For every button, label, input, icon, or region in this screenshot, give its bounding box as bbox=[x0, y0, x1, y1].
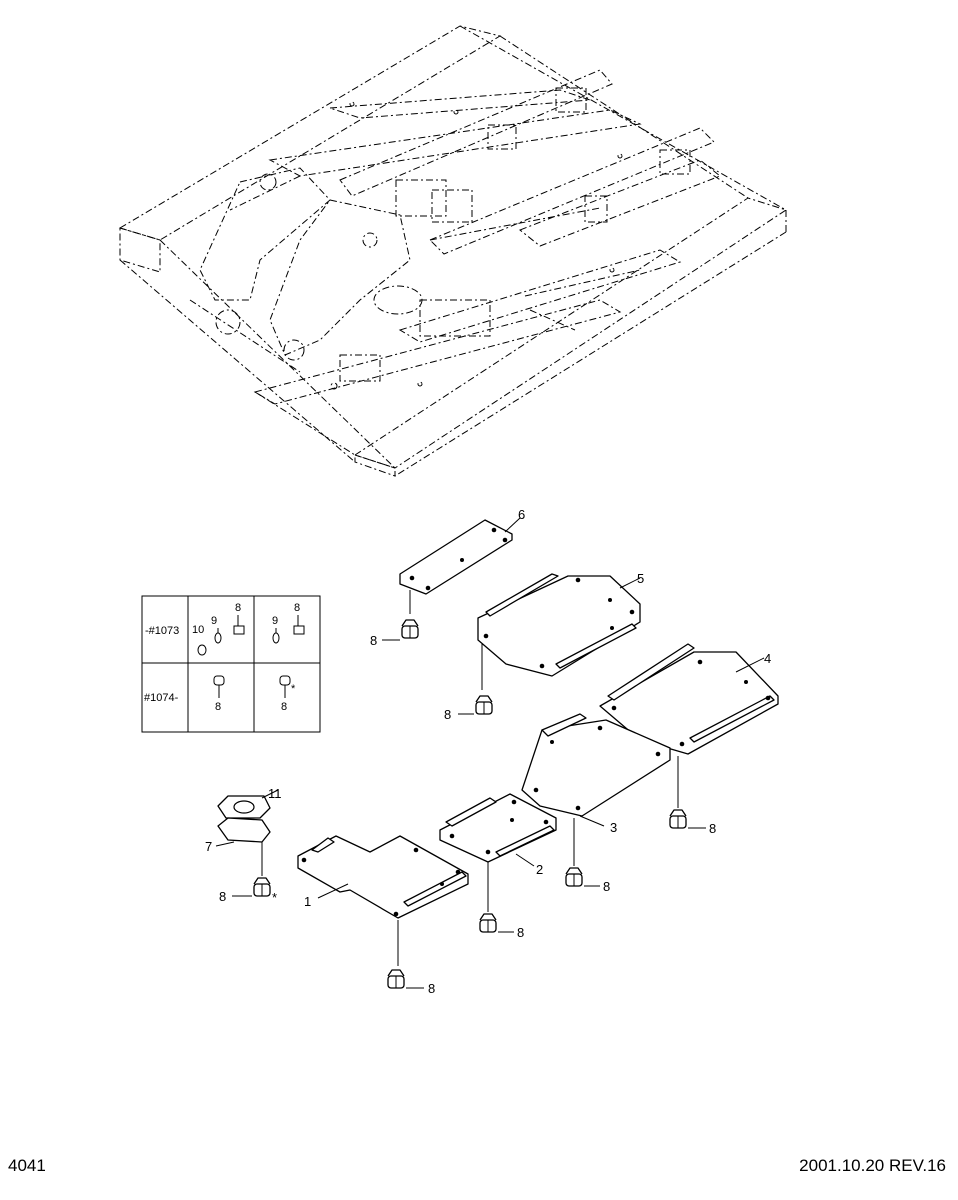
part-1-cover-plate bbox=[297, 835, 469, 966]
bolt-icon bbox=[293, 625, 305, 635]
label-part-8: 8 bbox=[603, 879, 610, 894]
label-part-8: 8 bbox=[219, 889, 226, 904]
label-part-8: 8 bbox=[709, 821, 716, 836]
label-part-1: 1 bbox=[304, 894, 311, 909]
label-part-6: 6 bbox=[518, 507, 525, 522]
label-part-8: 8 bbox=[370, 633, 377, 648]
serial-table: -#1073 #1074- 10 9 8 9 8 8 8 * bbox=[141, 595, 321, 733]
nut-icon bbox=[213, 675, 225, 686]
nut-icon bbox=[279, 675, 291, 686]
label-part-2: 2 bbox=[536, 862, 543, 877]
bolt-icon bbox=[233, 625, 245, 635]
upper-frame-phantom bbox=[118, 25, 788, 477]
page-number: 4041 bbox=[8, 1156, 46, 1175]
label-part-8: 8 bbox=[444, 707, 451, 722]
label-part-4: 4 bbox=[764, 651, 771, 666]
part-number-labels: 6 5 4 3 2 1 11 7 8 8 8 8 8 8 8 * bbox=[205, 507, 771, 996]
table-row-label-2: #1074- bbox=[144, 692, 179, 704]
label-part-7: 7 bbox=[205, 839, 212, 854]
label-part-11: 11 bbox=[268, 786, 282, 801]
cell-label-8: 8 bbox=[281, 701, 287, 713]
revision-date: 2001.10.20 REV.16 bbox=[799, 1156, 946, 1175]
cell-label-8: 8 bbox=[215, 701, 221, 713]
table-row-label-1: -#1073 bbox=[145, 625, 179, 637]
cell-label-9: 9 bbox=[272, 615, 278, 627]
label-part-5: 5 bbox=[637, 571, 644, 586]
part-6-cover-plate bbox=[399, 517, 521, 614]
cell-label-8: 8 bbox=[294, 602, 300, 614]
label-part-8: 8 bbox=[428, 981, 435, 996]
part-5-cover-plate bbox=[477, 573, 641, 690]
label-part-3: 3 bbox=[610, 820, 617, 835]
washer-icon bbox=[197, 644, 207, 656]
cell-label-9: 9 bbox=[211, 615, 217, 627]
cell-label-8: 8 bbox=[235, 602, 241, 614]
cell-label-10: 10 bbox=[192, 624, 204, 636]
part-3-cover-plate bbox=[521, 713, 671, 866]
part-4-cover-plate bbox=[599, 643, 779, 808]
label-part-8: 8 bbox=[517, 925, 524, 940]
nut-icons bbox=[232, 619, 706, 989]
part-11-7-plates bbox=[215, 789, 279, 876]
cell-star: * bbox=[291, 683, 296, 695]
part-2-cover-plate bbox=[439, 793, 557, 912]
label-star: * bbox=[272, 890, 277, 905]
